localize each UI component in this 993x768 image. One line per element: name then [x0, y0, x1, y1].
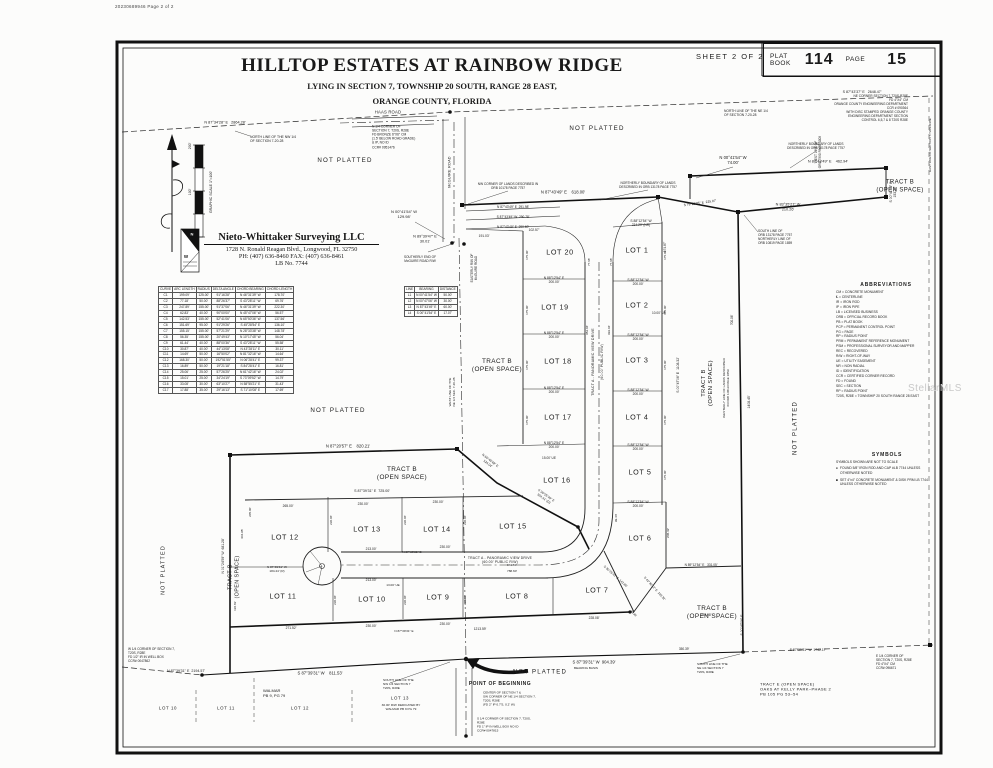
abbreviation-item: PRM = PERMANENT REFERENCE MONUMENT: [836, 339, 910, 344]
table-header-cell: ARC LENGTH: [172, 286, 197, 293]
page-number: 15: [887, 51, 907, 68]
abbreviation-item: FD = FOUND: [836, 378, 856, 383]
abbreviation-item: IP = IRON PIPE: [836, 304, 860, 309]
table-header-cell: RADIUS: [195, 286, 212, 293]
abbreviation-item: CM = CONCRETE MONUMENT: [836, 290, 884, 294]
abbreviation-item: CCR = CERTIFIED CORNER RECORD: [836, 373, 895, 378]
abbreviation-item: REC = RECOVERED: [836, 349, 868, 354]
table-header-cell: CURVE: [157, 286, 174, 293]
table-header-cell: DELTA ANGLE: [210, 286, 236, 293]
abbreviation-item: PG = PAGE: [836, 329, 854, 334]
abbreviations-title: ABBREVIATIONS: [860, 282, 912, 288]
table-header-cell: LINE: [403, 286, 416, 293]
scan-header: 20230689946 Page 2 of 2: [115, 4, 174, 9]
table-cell: 17.07': [437, 309, 458, 317]
symbols-block: SYMBOLS SYMBOLS SHOWN ARE NOT TO SCALE ●…: [836, 452, 938, 489]
abbreviation-item: UE = UTILITY EASEMENT: [836, 359, 876, 364]
page-title: HILLTOP ESTATES AT RAINBOW RIDGE: [241, 55, 623, 76]
plat-book-number: 114: [804, 51, 834, 68]
pob-arrow: [466, 658, 529, 675]
symbol-item: ●FOUND 5/8" IRON ROD AND CAP #LB 7744 UN…: [836, 466, 938, 476]
surveyor-address: 1728 N. Ronald Reagan Blvd., Longwood, F…: [204, 244, 379, 253]
abbreviation-item: IR = IRON ROD: [836, 299, 860, 304]
table-cell: L4: [403, 309, 416, 317]
abbreviation-item: T20S, R28E = TOWNSHIP 20 SOUTH RANGE 28 …: [836, 393, 920, 398]
abbreviation-item: NR = NON RADIAL: [836, 364, 865, 369]
table-header-cell: CHORD BEARING: [234, 286, 266, 293]
surveyor-logo-icon: [180, 228, 200, 273]
symbol-glyph-icon: ■: [836, 477, 838, 482]
surveyor-license: LB No. 7744: [275, 260, 308, 267]
abbreviations-block: ABBREVIATIONS CM = CONCRETE MONUMENT℄ = …: [836, 282, 936, 399]
symbols-note: SYMBOLS SHOWN ARE NOT TO SCALE: [836, 460, 898, 464]
abbreviation-item: PCP = PERMANENT CONTROL POINT: [836, 324, 896, 329]
scale-bar-icon: [193, 144, 205, 238]
road-edges: [351, 115, 473, 736]
lot-lines: [230, 196, 742, 621]
table-cell: C17: [157, 387, 174, 395]
table-cell: S 71°10'08" E: [234, 387, 266, 395]
symbols-title: SYMBOLS: [871, 452, 903, 458]
leader-lines: [234, 130, 817, 684]
abbreviation-item: SEC = SECTION: [836, 383, 862, 388]
table-cell: 17.69': [264, 387, 295, 395]
plat-boundary: [229, 167, 887, 673]
sheet-border-inner: [122, 47, 936, 748]
north-arrow-icon: [160, 134, 184, 252]
surveyor-block: Nieto-Whittaker Surveying LLC 1728 N. Ro…: [204, 232, 379, 267]
table-cell: N 00°41'54" W: [414, 291, 439, 299]
page-subtitle-2: ORANGE COUNTY, FLORIDA: [372, 96, 492, 106]
surveyor-phone: PH: (407) 636-8460 FAX: (407) 636-8461: [238, 253, 345, 260]
page-subtitle-1: LYING IN SECTION 7, TOWNSHIP 20 SOUTH, R…: [307, 81, 557, 91]
table-cell: 29°16'13": [210, 387, 236, 395]
table-cell: N 00°47'06" W: [414, 297, 439, 305]
table-cell: 17.88': [172, 387, 197, 395]
sheet-number: SHEET 2 OF 2: [696, 52, 764, 61]
sheet-border-outer: [115, 40, 943, 755]
abbreviation-item: ID = IDENTIFICATION: [836, 369, 870, 373]
monument-markers: [200, 110, 932, 738]
abbreviation-item: R/W = RIGHT-OF-WAY: [836, 354, 871, 359]
symbol-text: SET 4"x4" CONCRETE MONUMENT & DISK PRM L…: [840, 477, 928, 487]
abbreviation-item: RP = RADIUS POINT: [836, 388, 868, 393]
abbreviation-item: PSM = PROFESSIONAL SURVEYOR AND MAPPER: [836, 344, 915, 349]
abbreviation-item: PB = PLAT BOOK: [836, 319, 863, 324]
table-header-cell: CHORD LENGTH: [264, 286, 295, 293]
symbol-text: FOUND 5/8" IRON ROD AND CAP #LB 7744 UNL…: [840, 466, 921, 475]
plat-book-label: PLAT BOOK: [770, 52, 791, 67]
quarter-lines: [339, 119, 600, 737]
symbol-glyph-icon: ●: [836, 466, 838, 470]
surveyor-name: Nieto-Whittaker Surveying LLC: [218, 232, 365, 243]
abbreviation-item: ℄ = CENTERLINE: [836, 294, 863, 299]
abbreviation-item: LB = LICENSED BUSINESS: [836, 309, 878, 314]
table-cell: S 00°41'54" E: [414, 309, 439, 317]
abbreviation-item: RP = RADIUS POINT: [836, 334, 868, 339]
table-cell: N 87°43'49" E: [414, 303, 439, 311]
plat-book-box: PLAT BOOK 114 PAGE 15: [763, 43, 942, 77]
abbreviation-item: ORB = OFFICIAL RECORD BOOK: [836, 314, 888, 319]
walmar-lot-lines: [195, 678, 353, 722]
page-label: PAGE: [845, 56, 866, 64]
symbols-list: ●FOUND 5/8" IRON ROD AND CAP #LB 7744 UN…: [836, 466, 938, 487]
symbol-item: ■SET 4"x4" CONCRETE MONUMENT & DISK PRM …: [836, 478, 938, 488]
table-header-cell: DISTANCE: [437, 286, 458, 293]
mls-watermark: StellarMLS: [908, 383, 962, 394]
table-cell: 35.00': [195, 387, 212, 395]
